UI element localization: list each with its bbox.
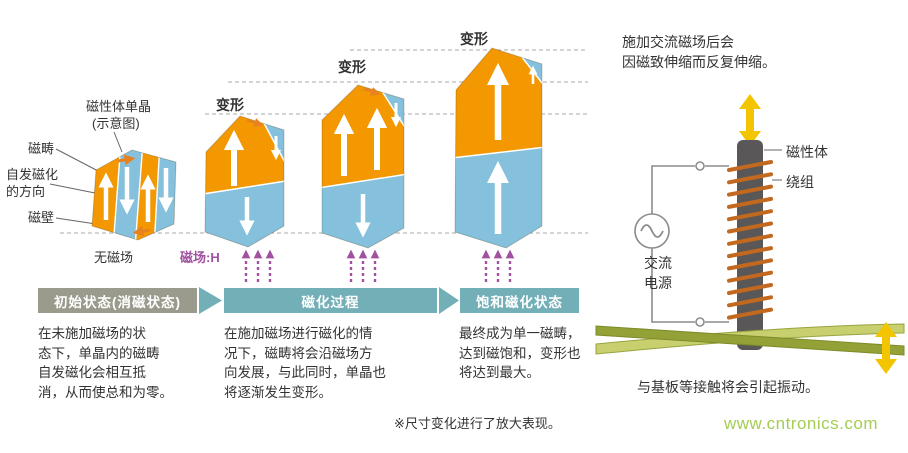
sine-wave-icon bbox=[640, 224, 664, 238]
deform-label-2: 变形 bbox=[338, 59, 366, 75]
winding-label: 绕组 bbox=[786, 174, 814, 190]
magnetic-body-label: 磁性体 bbox=[786, 144, 828, 160]
vibration-arrow-top bbox=[739, 94, 761, 146]
closure-domain-arrows bbox=[117, 154, 151, 237]
terminal-top bbox=[695, 161, 705, 171]
magnetization-arrows bbox=[333, 87, 402, 238]
crystal-stage3 bbox=[321, 84, 405, 249]
stage-banner-process: 磁化过程 bbox=[224, 288, 437, 313]
device-caption-top: 施加交流磁场后会 因磁致伸缩而反复伸缩。 bbox=[622, 34, 776, 70]
domain-label: 磁畴 bbox=[28, 141, 55, 156]
closure-domain-arrow bbox=[246, 118, 264, 127]
substrate-board bbox=[595, 323, 905, 356]
crystal-title: 磁性体单晶 bbox=[86, 99, 152, 114]
vibration-arrow-bottom bbox=[875, 322, 897, 374]
magnetization-arrows bbox=[98, 167, 174, 222]
deform-label-3: 变形 bbox=[460, 31, 488, 47]
magnetic-rod bbox=[737, 140, 763, 350]
site-watermark: www.cntronics.com bbox=[724, 414, 878, 433]
stage-body-initial: 在未施加磁场的状 态下，单晶内的磁畴 自发磁化会相互抵 消，从而使总和为零。 bbox=[38, 326, 173, 400]
terminal-bottom bbox=[695, 317, 705, 327]
field-arrows bbox=[241, 249, 515, 282]
ac-power-label: 交流 电源 bbox=[644, 255, 672, 291]
stage-body-saturated: 最终成为单一磁畴， 达到磁饱和，变形也 将达到最大。 bbox=[459, 326, 581, 380]
annotation-pointer-lines bbox=[49, 131, 123, 225]
magnetization-arrows bbox=[486, 62, 538, 234]
deform-label-1: 变形 bbox=[216, 97, 244, 113]
circuit-wires bbox=[651, 165, 729, 323]
stage-banner-saturated: 饱和磁化状态 bbox=[460, 288, 579, 313]
crystal-subtitle: (示意图) bbox=[92, 116, 140, 131]
stage-arrow-2 bbox=[439, 287, 459, 314]
closure-domain-arrow bbox=[363, 87, 381, 96]
label-pointer-lines bbox=[764, 149, 782, 181]
magnetization-arrows bbox=[223, 118, 282, 236]
field-label: 磁场:H bbox=[180, 250, 220, 265]
stage-body-process: 在施加磁场进行磁化的情 况下，磁畴将会沿磁场方 向发展，与此同时，单晶也 将逐渐… bbox=[224, 326, 386, 400]
stage-banner-initial: 初始状态(消磁状态) bbox=[38, 288, 197, 313]
crystal-saturated bbox=[454, 47, 543, 249]
crystal-stage2 bbox=[204, 115, 285, 248]
no-field-label: 无磁场 bbox=[94, 250, 134, 265]
coil-winding bbox=[727, 160, 773, 320]
crystal-initial bbox=[91, 149, 177, 241]
spontaneous-magnetization-label: 自发磁化 的方向 bbox=[6, 167, 59, 199]
scale-note: ※尺寸变化进行了放大表现。 bbox=[394, 416, 561, 431]
device-caption-bottom: 与基板等接触将会引起振动。 bbox=[637, 379, 819, 395]
domain-wall-label: 磁壁 bbox=[28, 210, 55, 225]
stage-arrow-1 bbox=[199, 287, 222, 314]
